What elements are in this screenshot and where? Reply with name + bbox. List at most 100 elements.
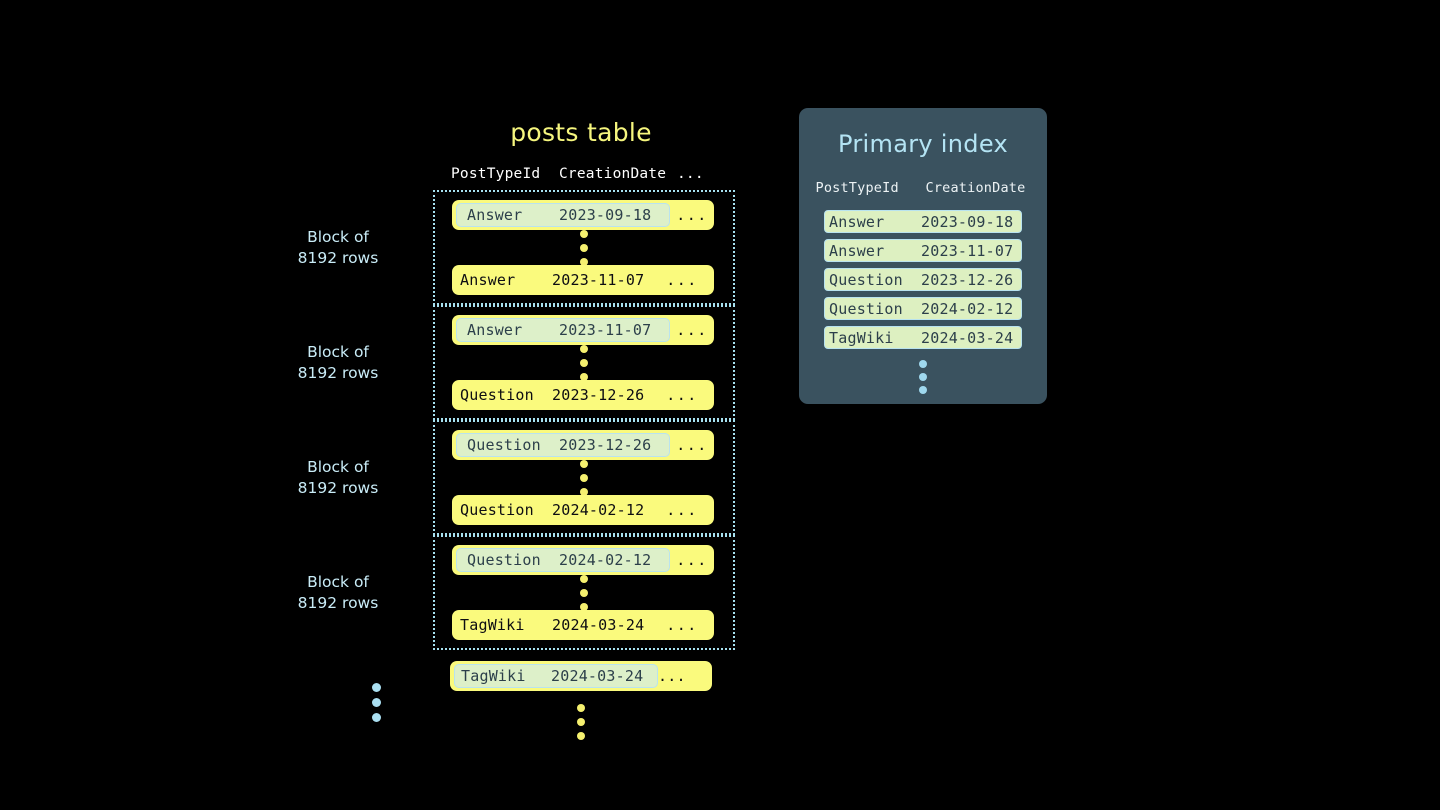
- block-label: Block of 8192 rows: [297, 342, 379, 382]
- index-cell-creationdate: 2023-12-26: [921, 270, 1014, 289]
- ellipsis-dot-icon: [577, 704, 585, 712]
- block-vertical-ellipsis-icon: [580, 344, 588, 381]
- row-cell-more: ...: [676, 206, 708, 224]
- row-cell-creationdate: 2023-09-18: [559, 206, 652, 224]
- row-cell-more: ...: [676, 551, 708, 569]
- row-highlight-box: Question 2023-12-26: [456, 433, 670, 457]
- row-cell-more: ...: [666, 386, 698, 404]
- ellipsis-dot-icon: [372, 713, 381, 722]
- table-row: TagWiki 2024-03-24...: [452, 610, 714, 640]
- ellipsis-dot-icon: [580, 243, 588, 252]
- ellipsis-dot-icon: [580, 372, 588, 381]
- ellipsis-dot-icon: [580, 459, 588, 468]
- primary-index-row: Question 2023-12-26: [824, 268, 1022, 291]
- column-header-more: ...: [677, 166, 704, 182]
- ellipsis-dot-icon: [577, 732, 585, 740]
- row-cell-posttypeid: TagWiki: [461, 667, 526, 685]
- row-cell-posttypeid: TagWiki: [460, 616, 525, 634]
- block-label: Block of 8192 rows: [297, 227, 379, 267]
- row-highlight-box: Question 2024-02-12: [456, 548, 670, 572]
- ellipsis-dot-icon: [577, 718, 585, 726]
- row-cell-more: ...: [666, 271, 698, 289]
- primary-index-row: Answer 2023-11-07: [824, 239, 1022, 262]
- block-vertical-ellipsis-icon: [580, 459, 588, 496]
- block-vertical-ellipsis-icon: [580, 229, 588, 266]
- ellipsis-dot-icon: [580, 602, 588, 611]
- table-row: Question 2023-12-26...: [452, 380, 714, 410]
- posts-table-column-headers: PostTypeId CreationDate ...: [451, 166, 716, 182]
- column-header-posttypeid: PostTypeId: [451, 166, 541, 182]
- table-row: Question 2023-12-26...: [452, 430, 714, 460]
- ellipsis-dot-icon: [580, 487, 588, 496]
- ellipsis-dot-icon: [580, 229, 588, 238]
- primary-index-column-headers: PostTypeId CreationDate: [799, 180, 1047, 196]
- ellipsis-dot-icon: [372, 698, 381, 707]
- row-cell-posttypeid: Question: [467, 551, 541, 569]
- primary-index-row: TagWiki 2024-03-24: [824, 326, 1022, 349]
- left-vertical-ellipsis-icon: [372, 683, 381, 722]
- row-highlight-box: Answer 2023-11-07: [456, 318, 670, 342]
- row-cell-creationdate: 2023-11-07: [559, 321, 652, 339]
- table-row: Answer 2023-11-07...: [452, 265, 714, 295]
- index-cell-posttypeid: Answer: [829, 241, 885, 260]
- ellipsis-dot-icon: [372, 683, 381, 692]
- ellipsis-dot-icon: [580, 473, 588, 482]
- index-cell-creationdate: 2024-03-24: [921, 328, 1014, 347]
- row-cell-posttypeid: Question: [460, 386, 534, 404]
- index-cell-posttypeid: TagWiki: [829, 328, 894, 347]
- row-cell-more: ...: [658, 667, 686, 685]
- row-cell-creationdate: 2024-03-24: [552, 616, 645, 634]
- primary-index-vertical-ellipsis-icon: [799, 360, 1047, 394]
- block-label: Block of 8192 rows: [297, 572, 379, 612]
- trailing-vertical-ellipsis-icon: [577, 704, 585, 740]
- index-cell-posttypeid: Question: [829, 270, 903, 289]
- primary-index-panel: Primary index PostTypeId CreationDate An…: [799, 108, 1047, 404]
- row-cell-creationdate: 2024-02-12: [552, 501, 645, 519]
- row-cell-more: ...: [676, 436, 708, 454]
- row-cell-posttypeid: Question: [460, 501, 534, 519]
- row-cell-creationdate: 2023-12-26: [552, 386, 645, 404]
- table-row: Answer 2023-11-07...: [452, 315, 714, 345]
- ellipsis-dot-icon: [580, 344, 588, 353]
- row-cell-more: ...: [676, 321, 708, 339]
- primary-index-title: Primary index: [838, 130, 1008, 158]
- index-cell-creationdate: 2023-09-18: [921, 212, 1014, 231]
- row-cell-posttypeid: Answer: [460, 271, 516, 289]
- row-cell-more: ...: [666, 616, 698, 634]
- row-highlight-box: Answer 2023-09-18: [456, 203, 670, 227]
- row-cell-posttypeid: Question: [467, 436, 541, 454]
- row-cell-posttypeid: Answer: [467, 206, 523, 224]
- row-cell-creationdate: 2024-02-12: [559, 551, 652, 569]
- column-header-creationdate: CreationDate: [559, 166, 667, 182]
- ellipsis-dot-icon: [580, 257, 588, 266]
- index-cell-posttypeid: Question: [829, 299, 903, 318]
- row-cell-posttypeid: Answer: [467, 321, 523, 339]
- table-row: Question 2024-02-12...: [452, 545, 714, 575]
- trailing-row: TagWiki 2024-03-24...: [450, 661, 712, 691]
- posts-table-title: posts table: [510, 118, 652, 147]
- ellipsis-dot-icon: [580, 358, 588, 367]
- ellipsis-dot-icon: [580, 588, 588, 597]
- ellipsis-dot-icon: [580, 574, 588, 583]
- index-column-header-posttypeid: PostTypeId: [815, 180, 899, 196]
- row-cell-creationdate: 2024-03-24: [551, 667, 644, 685]
- index-cell-creationdate: 2024-02-12: [921, 299, 1014, 318]
- ellipsis-dot-icon: [919, 386, 927, 394]
- ellipsis-dot-icon: [919, 373, 927, 381]
- row-highlight-box: TagWiki 2024-03-24: [454, 664, 658, 688]
- block-label: Block of 8192 rows: [297, 457, 379, 497]
- index-column-header-creationdate: CreationDate: [925, 180, 1026, 196]
- primary-index-row: Question 2024-02-12: [824, 297, 1022, 320]
- ellipsis-dot-icon: [919, 360, 927, 368]
- block-vertical-ellipsis-icon: [580, 574, 588, 611]
- index-cell-creationdate: 2023-11-07: [921, 241, 1014, 260]
- table-row: Answer 2023-09-18...: [452, 200, 714, 230]
- row-cell-creationdate: 2023-11-07: [552, 271, 645, 289]
- row-cell-creationdate: 2023-12-26: [559, 436, 652, 454]
